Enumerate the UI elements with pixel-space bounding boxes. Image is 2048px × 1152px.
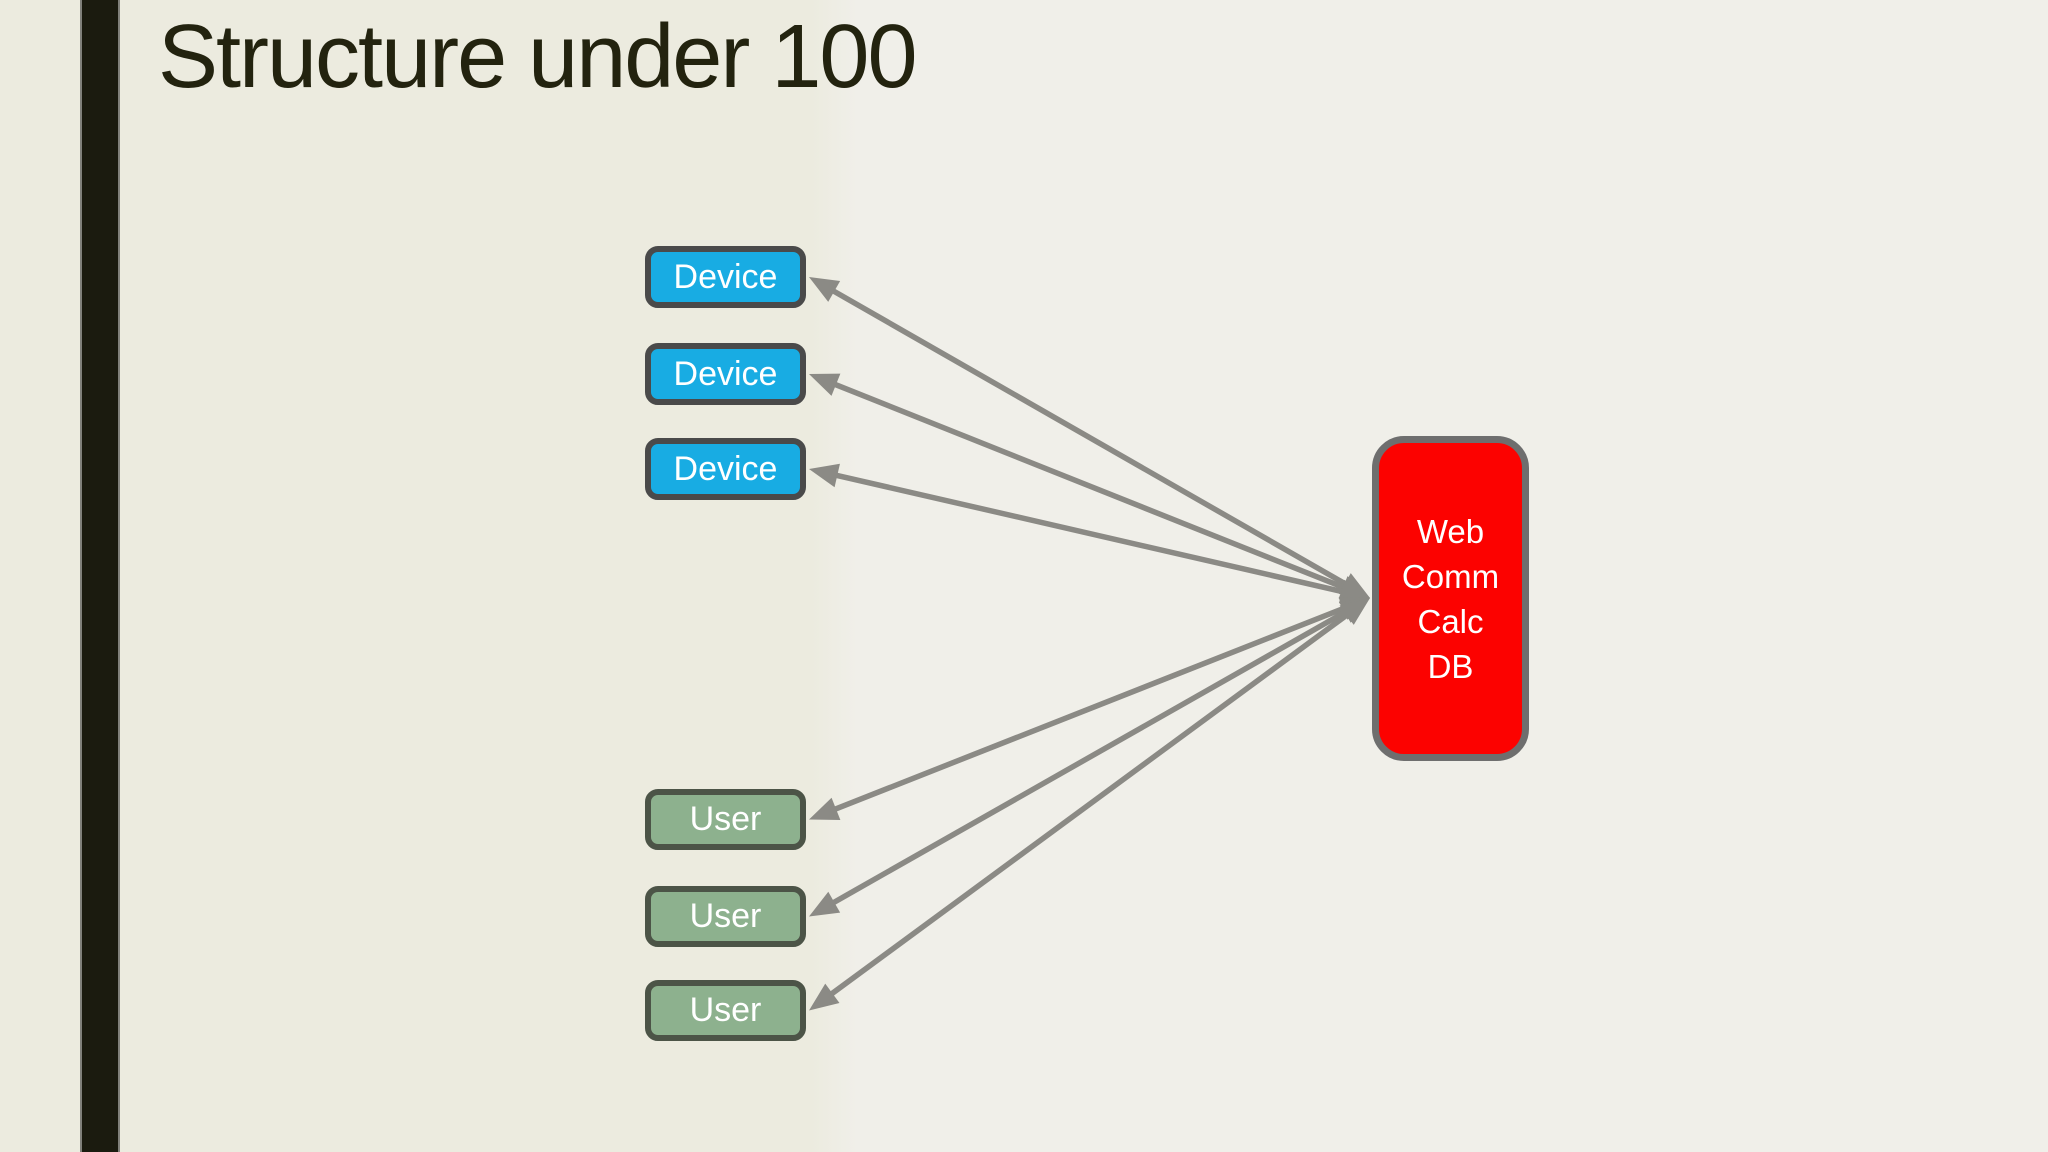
node-label: User xyxy=(689,991,762,1029)
connector-line xyxy=(829,607,1350,907)
connector-line xyxy=(827,610,1352,999)
arrowhead xyxy=(809,277,841,302)
connector-line xyxy=(830,380,1349,592)
node-label: Calc xyxy=(1417,602,1484,640)
node-label: Device xyxy=(673,354,778,393)
connector-line xyxy=(832,471,1347,596)
arrowhead xyxy=(809,891,841,917)
connector-line xyxy=(830,604,1349,814)
arrowhead xyxy=(1339,598,1370,625)
user-3-node: User xyxy=(645,980,806,1041)
node-label: Device xyxy=(673,449,778,488)
arrowhead xyxy=(809,797,841,821)
user-2-node: User xyxy=(645,886,806,947)
accent-bar xyxy=(80,0,120,1152)
node-label: Web xyxy=(1416,512,1485,550)
arrowhead xyxy=(809,463,840,488)
node-label: User xyxy=(689,800,762,838)
node-label: Comm xyxy=(1401,557,1500,595)
node-label: User xyxy=(689,897,762,935)
user-1-node: User xyxy=(645,789,806,850)
node-label: Device xyxy=(673,257,778,296)
arrowhead xyxy=(1339,579,1370,604)
slide-title: Structure under 100 xyxy=(158,7,917,107)
arrowhead xyxy=(809,373,841,396)
connector-line xyxy=(829,286,1350,589)
device-3-node: Device xyxy=(645,438,806,500)
device-1-node: Device xyxy=(645,246,806,308)
node-label: DB xyxy=(1427,647,1474,685)
device-2-node: Device xyxy=(645,343,806,405)
arrowhead xyxy=(809,983,840,1011)
